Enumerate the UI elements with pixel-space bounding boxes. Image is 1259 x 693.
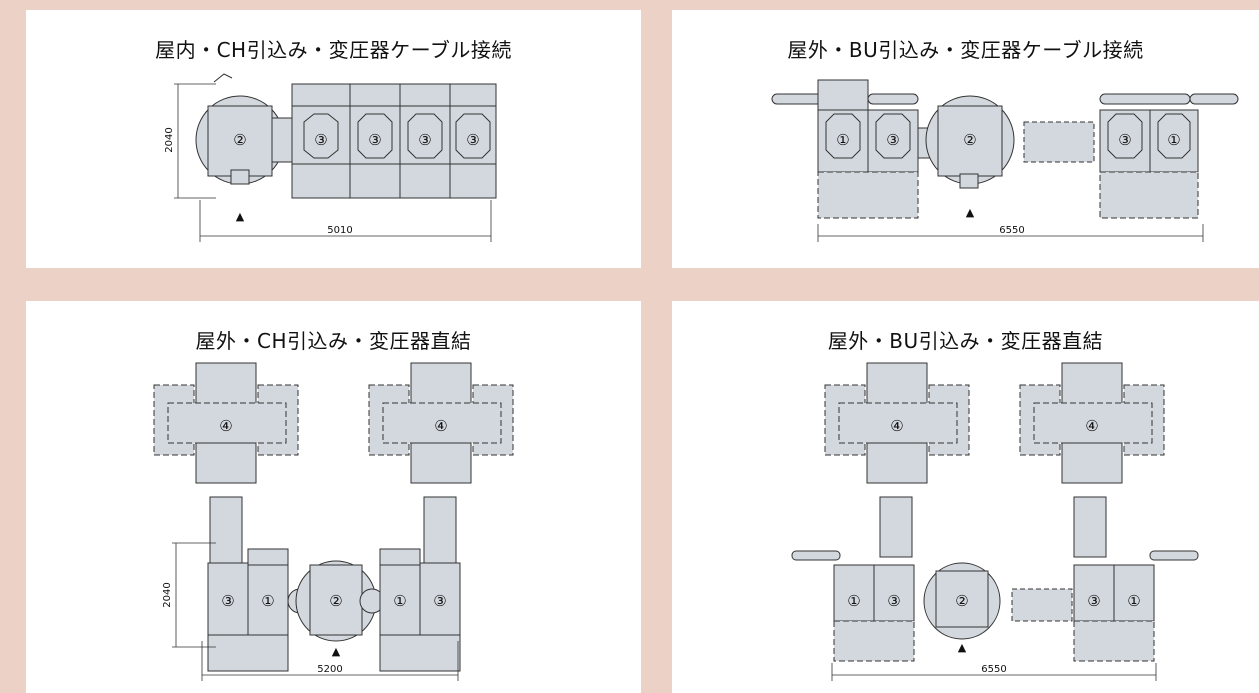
width-dimension: 6550 <box>981 664 1006 675</box>
unit-label-4: ④ <box>219 417 232 435</box>
height-dimension: 2040 <box>162 582 173 607</box>
width-dimension: 6550 <box>999 225 1024 236</box>
layout-diagram: ④ ④ ① ③ ② ③ ① ▲ 6550 <box>791 362 1199 681</box>
layout-diagram: ④ ④ ③ ① ② ① ③ ▲ 5200 2040 <box>153 362 514 681</box>
unit-label-4: ④ <box>890 417 903 435</box>
panel-title: 屋内・CH引込み・変圧器ケーブル接続 <box>155 38 512 62</box>
entry-arrow: ▲ <box>236 210 245 223</box>
unit-label-1: ① <box>261 592 274 610</box>
unit-label-4: ④ <box>1085 417 1098 435</box>
panel-outdoor-bu-cable: 屋外・BU引込み・変圧器ケーブル接続 <box>672 10 1259 268</box>
unit-label-3: ③ <box>433 592 446 610</box>
unit-label-3: ③ <box>314 131 327 149</box>
entry-arrow: ▲ <box>332 645 341 658</box>
unit-label-3: ③ <box>368 131 381 149</box>
entry-arrow: ▲ <box>966 206 975 219</box>
unit-label-3: ③ <box>418 131 431 149</box>
unit-label-3: ③ <box>221 592 234 610</box>
panel-outdoor-ch-direct: 屋外・CH引込み・変圧器直結 <box>26 301 641 693</box>
unit-label-2: ② <box>329 592 342 610</box>
unit-label-3: ③ <box>887 592 900 610</box>
panel-title: 屋外・BU引込み・変圧器直結 <box>827 329 1104 353</box>
unit-label-1: ① <box>393 592 406 610</box>
width-dimension: 5200 <box>317 664 342 675</box>
unit-label-1: ① <box>1167 131 1180 149</box>
panel-title: 屋外・BU引込み・変圧器ケーブル接続 <box>787 38 1144 62</box>
unit-label-3: ③ <box>1087 592 1100 610</box>
unit-label-1: ① <box>847 592 860 610</box>
panel-indoor-ch-cable: 屋内・CH引込み・変圧器ケーブル接続 ② ③ <box>26 10 641 268</box>
layout-diagram: ① ③ ② ③ ① ▲ 6550 <box>771 79 1239 242</box>
height-dimension: 2040 <box>164 127 175 152</box>
entry-arrow: ▲ <box>958 641 967 654</box>
layout-diagram: ② ③ ③ ③ ③ ▲ 5010 2040 <box>164 73 497 242</box>
unit-label-2: ② <box>233 131 246 149</box>
width-dimension: 5010 <box>327 225 352 236</box>
unit-label-1: ① <box>836 131 849 149</box>
unit-label-2: ② <box>955 592 968 610</box>
unit-label-3: ③ <box>886 131 899 149</box>
unit-label-1: ① <box>1127 592 1140 610</box>
terminal-box <box>230 169 250 185</box>
unit-label-3: ③ <box>466 131 479 149</box>
panel-outdoor-bu-direct: 屋外・BU引込み・変圧器直結 <box>672 301 1259 693</box>
unit-label-4: ④ <box>434 417 447 435</box>
panel-title: 屋外・CH引込み・変圧器直結 <box>195 329 472 353</box>
unit-label-2: ② <box>963 131 976 149</box>
unit-label-3: ③ <box>1118 131 1131 149</box>
